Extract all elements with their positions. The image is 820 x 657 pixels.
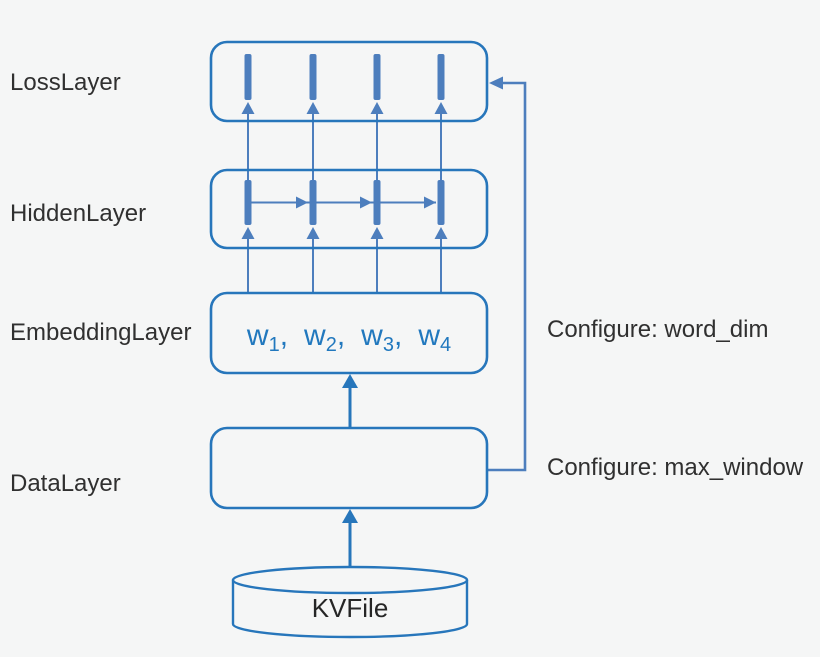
token-base: w [418, 319, 440, 352]
up-arrowhead-icon [241, 227, 255, 239]
left-arrowhead-icon [489, 76, 503, 90]
word-token: w4 [418, 316, 451, 356]
up-arrowhead-icon [241, 102, 255, 114]
embedding-tokens: w1,w2,w3,w4 [211, 316, 487, 356]
up-arrowhead-icon [370, 102, 384, 114]
unit-bar [373, 54, 381, 100]
config-max-window-label: Configure: max_window [547, 454, 804, 481]
unit-bar [309, 180, 317, 225]
token-separator: , [393, 319, 403, 352]
losslayer-box [209, 40, 489, 123]
feedback-line [487, 81, 527, 472]
unit-bar [244, 54, 252, 100]
up-arrowhead-icon [342, 374, 358, 388]
hiddenlayer-box [209, 168, 489, 250]
up-arrowhead-icon [342, 509, 358, 523]
kvfile-label: KVFile [311, 593, 389, 623]
hiddenlayer-label: HiddenLayer [10, 200, 147, 227]
token-base: w [361, 319, 383, 352]
embedding-input-arrow [342, 374, 358, 428]
right-arrowhead-icon [360, 196, 372, 209]
data-input-arrow [342, 509, 358, 567]
up-arrowhead-icon [306, 227, 320, 239]
token-separator: , [279, 319, 289, 352]
up-arrowhead-icon [306, 102, 320, 114]
word-token: w2, [304, 316, 345, 356]
token-subscript: 3 [382, 334, 394, 356]
embeddinglayer-box [209, 291, 489, 375]
hidden-unit-bars [244, 180, 445, 225]
right-arrowhead-icon [296, 196, 308, 209]
hidden-recurrent-arrows [251, 196, 436, 209]
datalayer-box [209, 426, 489, 510]
loss-input-arrows [241, 102, 448, 180]
cylinder-top [231, 565, 469, 595]
embeddinglayer-label: EmbeddingLayer [10, 319, 192, 346]
hidden-input-arrows [241, 227, 448, 293]
right-arrowhead-icon [424, 196, 436, 209]
token-subscript: 2 [325, 334, 337, 356]
up-arrowhead-icon [434, 102, 448, 114]
losslayer-label: LossLayer [10, 69, 121, 96]
config-word-dim-label: Configure: word_dim [547, 316, 769, 343]
token-subscript: 4 [439, 334, 452, 356]
up-arrowhead-icon [434, 227, 448, 239]
token-base: w [246, 319, 269, 352]
unit-bar [309, 54, 317, 100]
word-token: w1, [247, 316, 288, 356]
feedback-connector [487, 76, 527, 472]
datalayer-label: DataLayer [10, 470, 121, 497]
token-subscript: 1 [268, 334, 280, 356]
unit-bar [373, 180, 381, 225]
word-token: w3, [361, 316, 402, 356]
kvfile-cylinder [231, 565, 469, 639]
token-separator: , [336, 319, 346, 352]
cylinder-body [231, 580, 469, 639]
unit-bar [437, 180, 445, 225]
unit-bar [437, 54, 445, 100]
up-arrowhead-icon [370, 227, 384, 239]
unit-bar [244, 180, 252, 225]
loss-unit-bars [244, 54, 445, 100]
token-base: w [304, 319, 326, 352]
